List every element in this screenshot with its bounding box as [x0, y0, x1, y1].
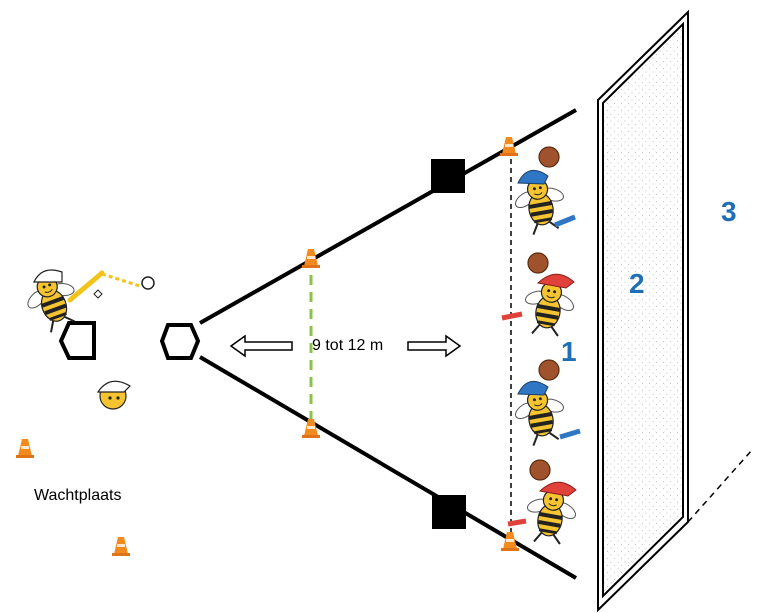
- traffic-cone-icon: [16, 439, 34, 458]
- fielder-bee-blue-cap-icon: [508, 359, 581, 450]
- net-screen-icon: [597, 9, 689, 613]
- zone-2-label: 2: [629, 268, 645, 299]
- distance-label: 9 tot 12 m: [312, 337, 384, 354]
- home-plate-icon: [159, 323, 201, 360]
- traffic-cone-icon: [302, 419, 320, 438]
- base-icon: [431, 159, 465, 193]
- zone-3-label: 3: [721, 196, 737, 227]
- fielder-bee-red-cap-icon: [507, 459, 583, 550]
- fielder-bee-red-cap-icon: [501, 252, 581, 342]
- home-plate-icon: [58, 321, 96, 360]
- batter-bee-icon: [17, 267, 155, 339]
- traffic-cone-icon: [112, 537, 130, 556]
- helmet-bee-head-icon: [96, 380, 131, 410]
- right-arrow-icon: [407, 334, 462, 358]
- waiting-area-label: Wachtplaats: [34, 487, 122, 504]
- boundary-line: [687, 449, 753, 523]
- fielder-bee-blue-cap-icon: [508, 146, 576, 239]
- zone-1-label: 1: [561, 336, 577, 367]
- left-arrow-icon: [229, 334, 293, 358]
- base-icon: [432, 495, 466, 529]
